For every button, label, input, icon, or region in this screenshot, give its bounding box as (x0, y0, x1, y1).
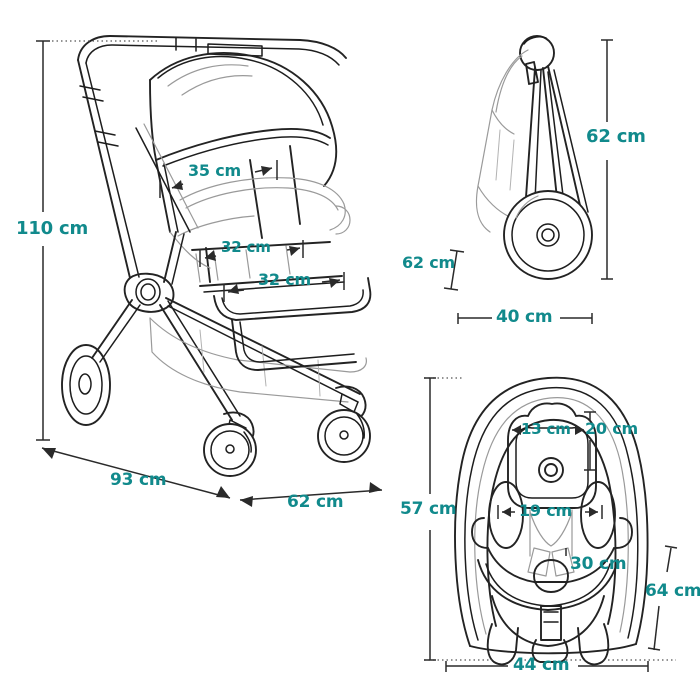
dim-32a-line (199, 240, 304, 267)
dim-62-folded-height-line (601, 39, 613, 280)
dim-64-line (647, 545, 678, 651)
dim-label-32cm-lower: 32 cm (258, 270, 311, 289)
dim-label-30cm: 30 cm (570, 554, 627, 574)
dim-label-62cm-folded-height: 62 cm (586, 126, 646, 147)
dim-label-57cm: 57 cm (400, 499, 457, 519)
dim-93-line (41, 447, 231, 499)
dim-label-93cm: 93 cm (110, 470, 167, 490)
dim-57-line (424, 377, 436, 661)
stroller-side-artwork (61, 35, 372, 477)
dim-19-line (497, 505, 603, 519)
dim-label-35cm: 35 cm (188, 161, 241, 180)
dim-label-110cm: 110 cm (16, 218, 89, 239)
dim-label-62cm-wheelbase: 62 cm (287, 492, 344, 512)
dim-label-20cm: 20 cm (585, 419, 638, 438)
dim-62-side-line (239, 482, 383, 507)
dim-44-line (445, 661, 649, 672)
dim-label-64cm: 64 cm (645, 581, 700, 601)
dim-62-folded-depth-line (443, 249, 465, 291)
dim-40-line (457, 313, 593, 324)
dim-label-62cm-folded-depth: 62 cm (402, 253, 455, 272)
dim-label-32cm-upper: 32 cm (221, 238, 271, 256)
dim-110-line (36, 40, 160, 441)
car-seat-artwork (424, 376, 676, 666)
dim-label-13cm: 13 cm (521, 420, 571, 438)
dim-35-line (159, 160, 278, 198)
stroller-folded-artwork (475, 35, 593, 280)
dim-label-19cm: 19 cm (519, 501, 572, 520)
dim-label-40cm: 40 cm (496, 307, 553, 327)
dim-20-line (584, 411, 596, 471)
dim-label-44cm: 44 cm (513, 655, 570, 675)
dim-32b-line (223, 272, 345, 302)
dim-13-line (512, 425, 584, 435)
